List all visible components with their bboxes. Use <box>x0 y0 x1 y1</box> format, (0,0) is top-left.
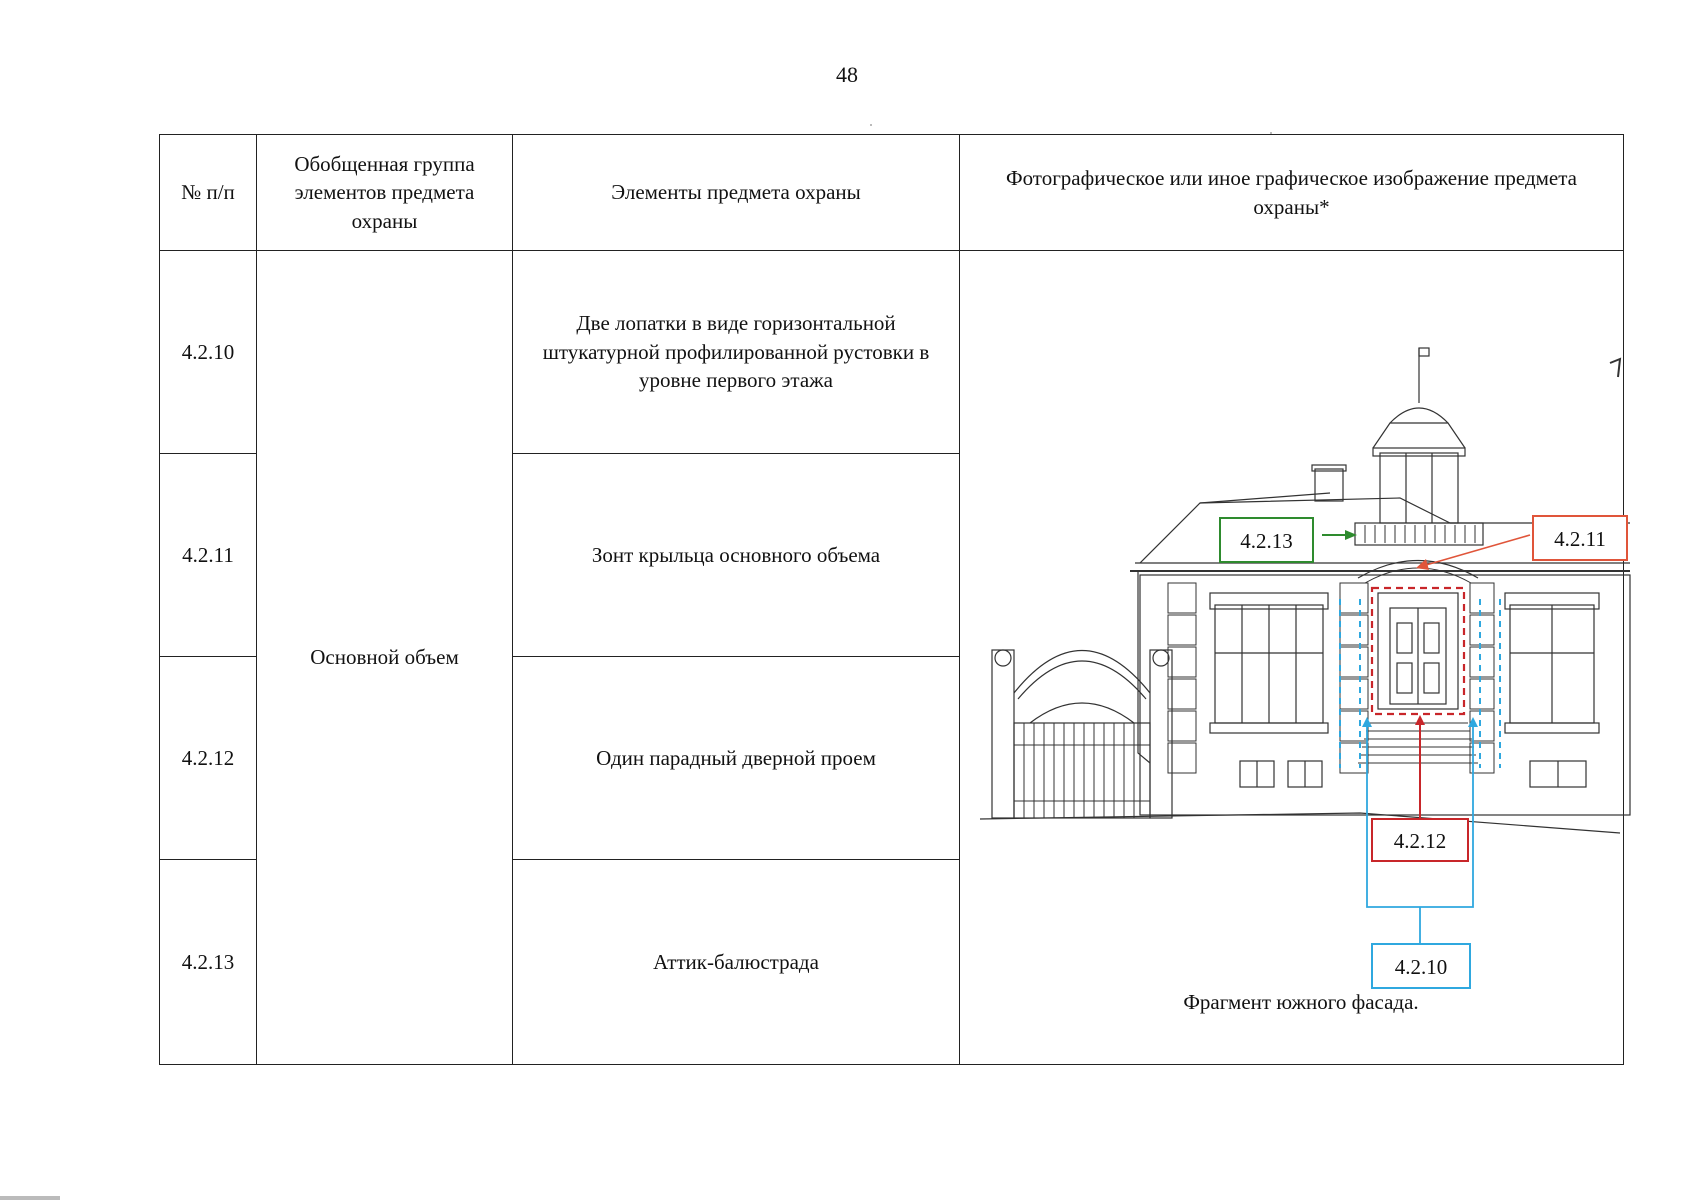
row-number: 4.2.12 <box>159 656 257 860</box>
figure-caption: Фрагмент южного фасада. <box>1183 989 1419 1014</box>
element-cell: Аттик-балюстрада <box>512 859 960 1065</box>
header-row: № п/п Обобщенная группа элементов предме… <box>159 134 1624 251</box>
table-row: 4.2.13 Аттик-балюстрада <box>159 859 1624 1065</box>
protection-table: № п/п Обобщенная группа элементов предме… <box>159 134 1631 1065</box>
header-image: Фотографическое или иное графическое изо… <box>959 134 1624 251</box>
callout-4-2-13: 4.2.13 <box>1219 516 1314 563</box>
table-row: 4.2.11 Зонт крыльца основного объема <box>159 453 1624 657</box>
scan-speck <box>0 1196 60 1200</box>
callout-4-2-11: 4.2.11 <box>1532 514 1628 561</box>
element-cell: Зонт крыльца основного объема <box>512 453 960 657</box>
element-cell: Один парадный дверной проем <box>512 656 960 860</box>
row-number: 4.2.11 <box>159 453 257 657</box>
element-cell: Две лопатки в виде горизонтальной штукат… <box>512 250 960 454</box>
scan-speck <box>1270 132 1272 134</box>
group-cell: Основной объем <box>256 250 513 1065</box>
header-num: № п/п <box>159 134 257 251</box>
header-elements: Элементы предмета охраны <box>512 134 960 251</box>
header-group: Обобщенная группа элементов предмета охр… <box>256 134 513 251</box>
figure-cell: 4.2.13 4.2.11 4.2.12 4.2.10 Фрагмент южн… <box>959 250 1631 1065</box>
table-row: 4.2.10 Основной объем Две лопатки в виде… <box>159 250 1631 1065</box>
page-number: 48 <box>836 62 858 87</box>
callout-4-2-12: 4.2.12 <box>1371 817 1469 862</box>
row-number: 4.2.13 <box>159 859 257 1065</box>
callout-4-2-10: 4.2.10 <box>1371 942 1471 989</box>
table-row: 4.2.12 Один парадный дверной проем <box>159 656 1624 860</box>
facade-drawing <box>979 346 1631 943</box>
facade-figure: 4.2.13 4.2.11 4.2.12 4.2.10 Фрагмент южн… <box>970 253 1632 1063</box>
row-number: 4.2.10 <box>159 250 257 454</box>
scan-speck <box>870 124 872 126</box>
